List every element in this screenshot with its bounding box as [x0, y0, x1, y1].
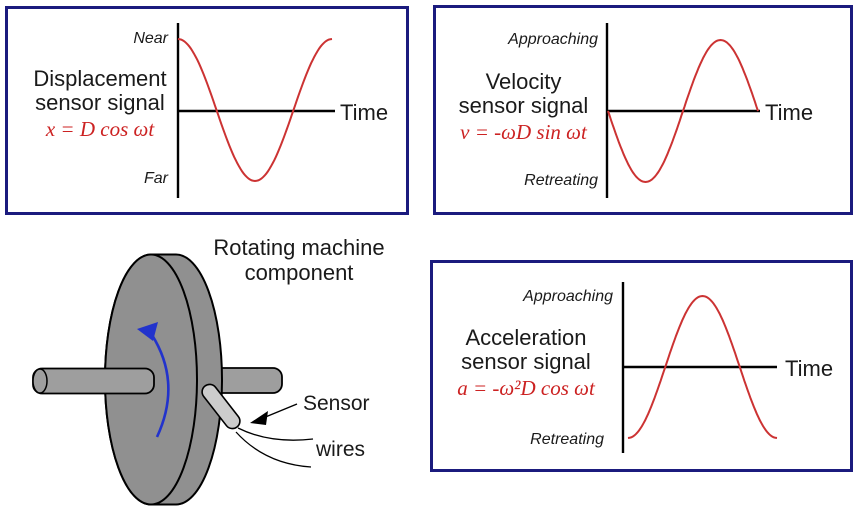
retreating-label: Retreating — [524, 172, 598, 189]
velocity-wave — [607, 38, 759, 184]
time-axis-label: Time — [765, 100, 814, 125]
far-label: Far — [144, 170, 168, 187]
displacement-wave — [177, 38, 333, 183]
rotation-arrowhead-icon — [137, 322, 158, 341]
machine-caption-line2: component — [244, 260, 354, 285]
acceleration-formula: a = -ω²D cos ωt — [457, 376, 595, 400]
shaft-end-cap — [32, 368, 48, 394]
machine-caption-line1: Rotating machine — [213, 235, 385, 260]
panel-title-line1: Displacement — [33, 66, 167, 91]
acceleration-graph — [621, 282, 778, 453]
panel-title-line2: sensor signal — [458, 93, 589, 118]
wire-line-1 — [237, 427, 314, 441]
machine-caption: Rotating machine component — [190, 235, 408, 285]
panel-title-line2: sensor signal — [461, 349, 591, 374]
acceleration-title-block: Acceleration sensor signal a = -ω²D cos … — [441, 326, 611, 401]
sensor-probe — [201, 383, 241, 430]
rotating-machine-figure — [32, 253, 314, 506]
retreating-label: Retreating — [530, 431, 604, 448]
sensor-body — [201, 383, 241, 430]
velocity-title-block: Velocity sensor signal v = -ωD sin ωt — [446, 70, 601, 145]
velocity-formula: v = -ωD sin ωt — [460, 120, 587, 144]
shaft-left — [32, 367, 155, 395]
displacement-panel: Near Far Time Displacement sensor signal… — [5, 6, 409, 215]
velocity-panel: Approaching Retreating Time Velocity sen… — [433, 5, 853, 215]
approaching-label: Approaching — [523, 288, 613, 305]
rotation-arrow-icon — [150, 334, 170, 438]
sensor-label: Sensor — [303, 392, 370, 415]
displacement-title-block: Displacement sensor signal x = D cos ωt — [14, 67, 186, 142]
sensor-pointer-arrowhead-icon — [250, 411, 268, 425]
displacement-graph — [176, 23, 335, 198]
near-label: Near — [133, 30, 168, 47]
wire-line-2 — [235, 431, 312, 468]
approaching-label: Approaching — [508, 31, 598, 48]
panel-title-line1: Acceleration — [465, 325, 587, 350]
velocity-graph — [605, 23, 760, 198]
time-axis-label: Time — [340, 100, 389, 125]
time-axis-label: Time — [785, 356, 834, 381]
panel-title-line1: Velocity — [485, 69, 562, 94]
panel-title-line2: sensor signal — [35, 90, 165, 115]
acceleration-panel: Approaching Retreating Time Acceleration… — [430, 260, 853, 472]
acceleration-wave — [627, 294, 778, 439]
displacement-formula: x = D cos ωt — [45, 117, 155, 141]
wires-label: wires — [316, 438, 366, 461]
sensor-pointer-line — [262, 403, 298, 419]
